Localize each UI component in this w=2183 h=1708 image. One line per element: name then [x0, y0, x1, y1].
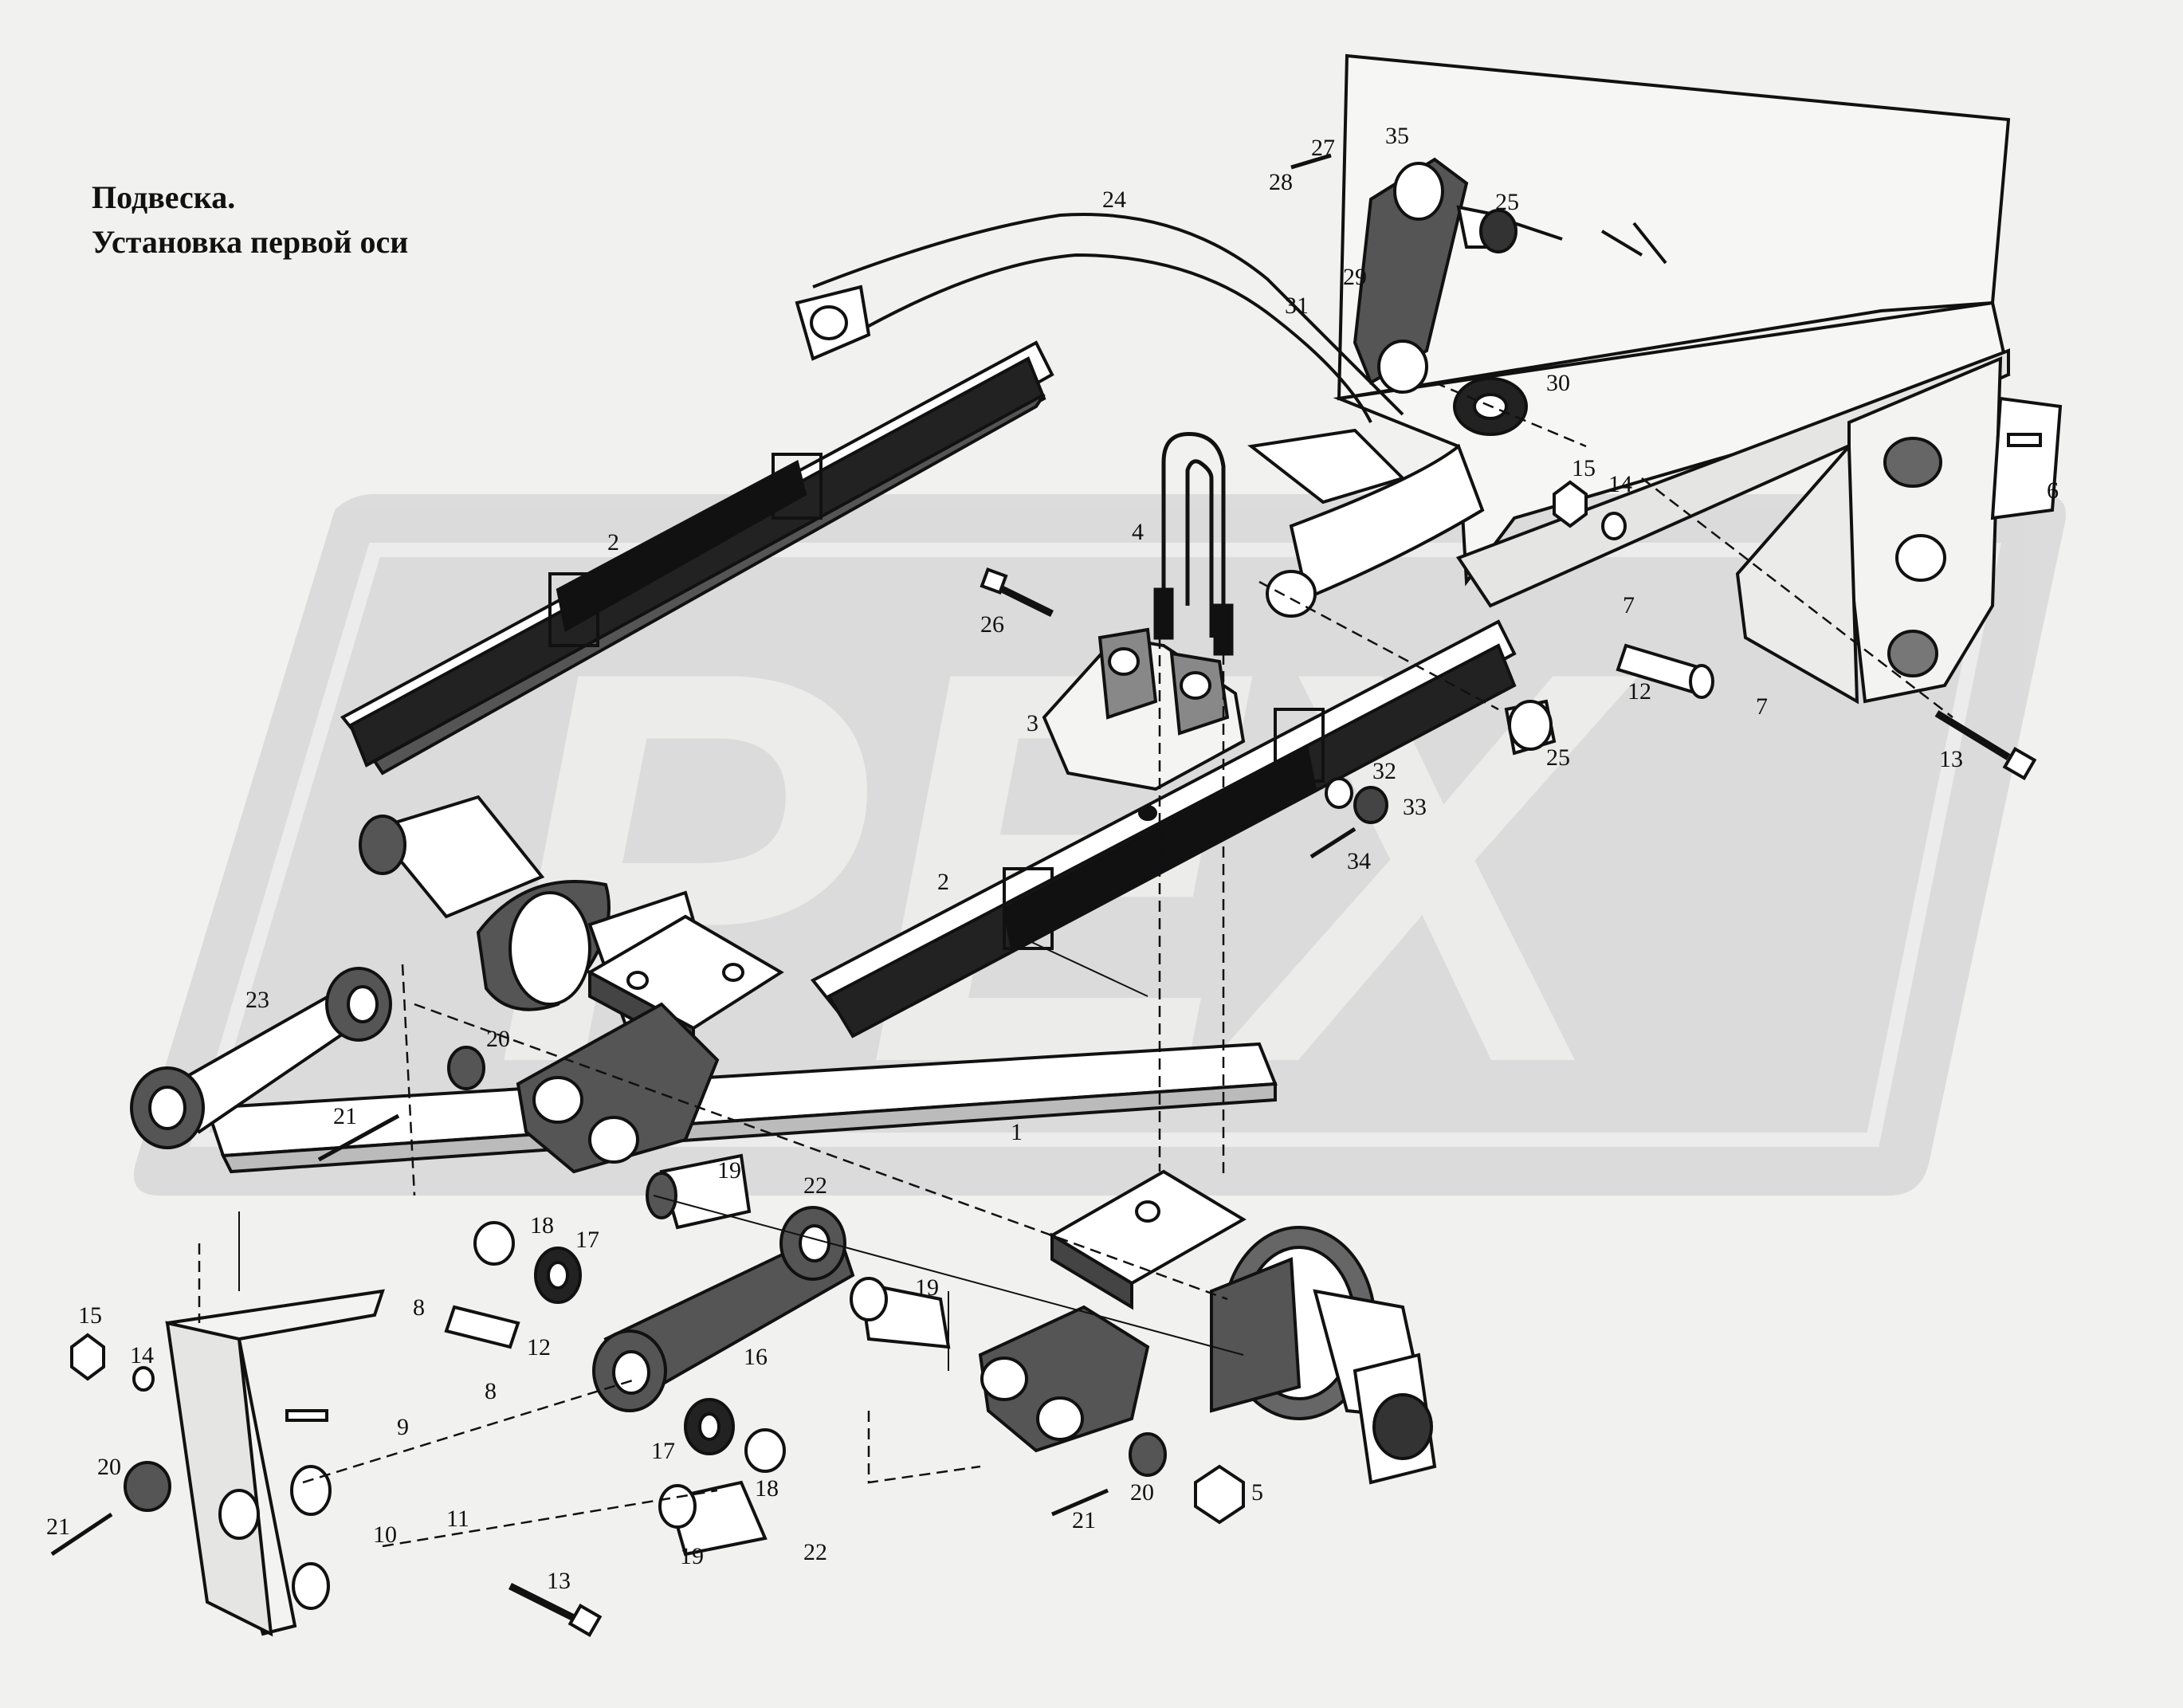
callout-17-lower: 17 — [651, 1438, 675, 1464]
bolt-13-right — [1934, 710, 2037, 780]
right-axle-hub — [1210, 1226, 1437, 1485]
bolt-13-left — [508, 1582, 603, 1637]
callout-25-upper: 25 — [1495, 189, 1519, 215]
callout-15-left: 15 — [78, 1302, 102, 1329]
callout-23: 23 — [245, 987, 269, 1013]
nut-5 — [1194, 1464, 1245, 1525]
tie-rod-end — [130, 967, 392, 1149]
title-line-2: Установка первой оси — [92, 224, 409, 260]
left-knuckle — [516, 1002, 720, 1174]
callout-labels: 1 2 2 3 4 5 6 7 7 8 8 9 10 11 12 12 13 1… — [46, 123, 2059, 1594]
pin-19-c — [658, 1480, 768, 1557]
seal-17-lower — [684, 1398, 735, 1455]
callout-25-lower: 25 — [1546, 744, 1570, 771]
leaf-spring-right — [810, 619, 1517, 1039]
spring-seat-right — [1049, 1169, 1247, 1310]
bushing-18-lower — [744, 1428, 786, 1473]
leader-lines — [198, 381, 1953, 1548]
callout-24: 24 — [1102, 187, 1126, 213]
callout-13-right: 13 — [1939, 746, 1963, 772]
callout-20-mid: 20 — [486, 1026, 510, 1052]
callout-18-lower: 18 — [755, 1475, 779, 1502]
callout-15-right: 15 — [1572, 455, 1596, 481]
shackle-link — [592, 1206, 855, 1412]
callout-14-left: 14 — [130, 1342, 154, 1368]
callout-1: 1 — [1011, 1119, 1023, 1145]
callout-22-lower: 22 — [803, 1539, 827, 1565]
callout-30: 30 — [1546, 370, 1570, 396]
spring-bracket — [1042, 627, 1246, 791]
callout-21-right: 21 — [1072, 1507, 1096, 1533]
callout-35: 35 — [1385, 123, 1409, 149]
callout-8-lower: 8 — [485, 1378, 497, 1404]
bushing-18-upper — [473, 1221, 515, 1266]
castle-nut-20-right — [1129, 1432, 1167, 1477]
leaf-spring-left — [340, 340, 1054, 775]
callout-16: 16 — [744, 1344, 768, 1370]
pin-19-a — [646, 1153, 752, 1230]
callout-7-lower: 7 — [1756, 693, 1768, 720]
callout-20-right: 20 — [1130, 1479, 1154, 1506]
callout-12-right: 12 — [1627, 678, 1651, 705]
title-line-1: Подвеска. — [92, 179, 236, 215]
nut-15-left — [70, 1333, 105, 1381]
bolt-26 — [980, 567, 1054, 618]
callout-19-upper: 19 — [717, 1157, 741, 1184]
callout-21-left: 21 — [46, 1514, 70, 1540]
castle-nut-20-mid — [447, 1046, 485, 1090]
callout-2-upper: 2 — [607, 529, 619, 556]
callout-33: 33 — [1403, 794, 1427, 820]
pin-12-left — [444, 1305, 520, 1349]
washers — [132, 512, 1627, 1392]
callout-12-left: 12 — [527, 1334, 551, 1361]
leader-lines-solid — [238, 940, 1244, 1371]
nut-15-right — [1553, 480, 1588, 528]
callout-18-upper: 18 — [530, 1212, 554, 1239]
callout-28: 28 — [1269, 169, 1293, 195]
front-axle-beam — [205, 1042, 1278, 1174]
callout-22-upper: 22 — [803, 1172, 827, 1199]
front-spring-bracket — [1735, 355, 2063, 705]
callout-9: 9 — [397, 1414, 409, 1440]
callout-29: 29 — [1343, 264, 1367, 290]
diagram-title: Подвеска. Установка первой оси — [92, 175, 408, 265]
callout-26: 26 — [980, 611, 1004, 638]
callout-19-mid: 19 — [915, 1274, 939, 1301]
callout-27: 27 — [1311, 135, 1335, 161]
callout-11: 11 — [446, 1506, 469, 1532]
right-knuckle — [978, 1305, 1150, 1453]
callout-13-left: 13 — [547, 1568, 571, 1594]
seal-17-upper — [534, 1247, 582, 1304]
callout-31: 31 — [1285, 293, 1309, 319]
callout-5: 5 — [1251, 1479, 1263, 1506]
castle-nut-20-left — [124, 1461, 171, 1512]
bushing-25-top — [1456, 205, 1517, 253]
rubber-pad — [1247, 428, 1406, 505]
upper-shackle — [1353, 157, 1469, 394]
callout-17-upper: 17 — [575, 1227, 599, 1253]
pin-12-right — [1616, 643, 1714, 699]
callout-32: 32 — [1372, 758, 1396, 784]
callout-6: 6 — [2047, 477, 2059, 504]
callout-34: 34 — [1347, 848, 1371, 874]
bushing-25-mid — [1504, 699, 1557, 756]
callout-2-lower: 2 — [937, 869, 949, 895]
stabilizer-bar — [795, 213, 1485, 618]
callout-14-right: 14 — [1608, 471, 1632, 497]
rear-spring-bracket — [165, 1289, 385, 1637]
callout-8-upper: 8 — [413, 1294, 425, 1321]
callout-21-upper: 21 — [333, 1103, 357, 1129]
callout-4: 4 — [1132, 519, 1144, 545]
callout-7-upper: 7 — [1623, 592, 1635, 618]
callout-10: 10 — [373, 1521, 397, 1548]
cotter-pins — [50, 153, 1357, 1557]
callout-19-lower: 19 — [680, 1543, 704, 1569]
callout-3: 3 — [1027, 710, 1038, 736]
callout-20-left: 20 — [97, 1454, 121, 1480]
